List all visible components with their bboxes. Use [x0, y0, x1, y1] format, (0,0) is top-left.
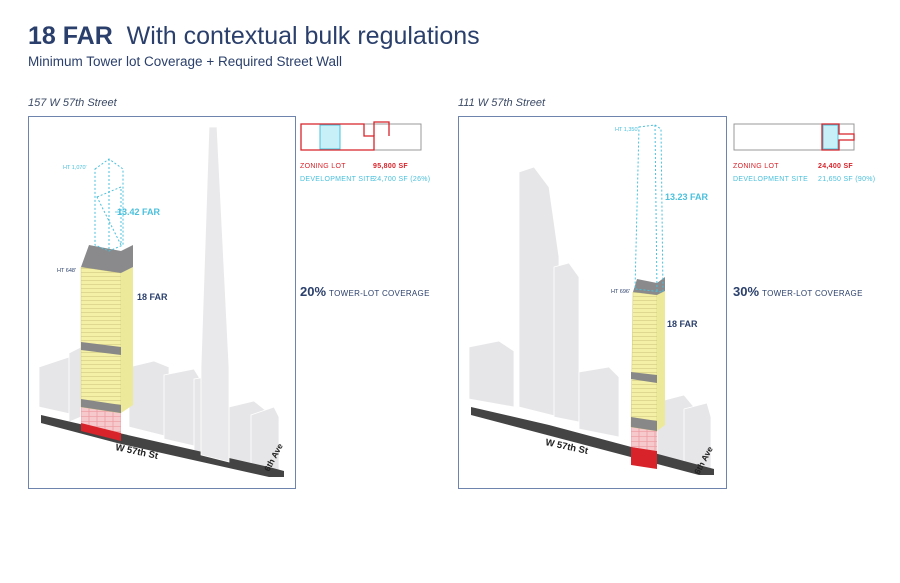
far-tower-label: 13.42 FAR: [117, 207, 161, 217]
context-buildings: [468, 166, 712, 470]
page-subtitle: Minimum Tower lot Coverage + Required St…: [28, 54, 343, 69]
panel-2-label: 111 W 57th Street: [458, 97, 546, 109]
ht-base-label: HT 648': [57, 268, 76, 274]
far-base-label: 18 FAR: [137, 292, 168, 302]
zoning-lot-label: ZONING LOT: [733, 163, 779, 170]
tower-envelope-dashed: [94, 158, 124, 252]
street-wall-base: [631, 447, 657, 469]
zoning-lot-label: ZONING LOT: [300, 163, 346, 170]
zoning-lot-value: 95,800 SF: [373, 163, 408, 170]
massing-diagram-2: HT 1,350' 13.23 FAR HT 696' 18 FAR W 57t…: [468, 124, 715, 476]
street-wall-podium: [81, 407, 121, 433]
mech-band: [81, 342, 121, 355]
coverage-1: 20%TOWER-LOT COVERAGE: [300, 284, 430, 299]
dev-site-value: 21,650 SF (90%): [818, 176, 876, 183]
zoning-lot-value: 24,400 SF: [818, 163, 853, 170]
mech-band: [631, 417, 657, 431]
mech-band: [631, 372, 657, 383]
panel-1-label: 157 W 57th Street: [28, 97, 117, 109]
dev-site-label: DEVELOPMENT SITE: [733, 176, 809, 183]
context-buildings: [38, 346, 280, 473]
crown: [633, 277, 665, 295]
far-base-label: 18 FAR: [667, 319, 698, 329]
base-massing-side: [657, 291, 665, 431]
panel-2-frame: HT 1,350' 13.23 FAR HT 696' 18 FAR W 57t…: [458, 116, 727, 489]
street-wall-podium: [631, 427, 657, 451]
coverage-2: 30%TOWER-LOT COVERAGE: [733, 284, 863, 299]
panel-1-frame: HT 1,070' 13.42 FAR HT 648' 18 FAR W 57t…: [28, 116, 296, 489]
dev-site-label: DEVELOPMENT SITE: [300, 176, 376, 183]
far-tower-label: 13.23 FAR: [665, 192, 709, 202]
base-massing: [80, 266, 122, 414]
base-massing: [630, 291, 658, 432]
lot-diagram-2: [733, 120, 855, 159]
mech-band: [81, 399, 121, 413]
ht-base-label: HT 696': [611, 289, 630, 295]
neighbour-tower: [200, 126, 230, 463]
base-massing-side: [121, 267, 133, 413]
lot-diagram-1: [300, 120, 422, 159]
tower-envelope-dashed: [634, 124, 664, 293]
dev-site-value: 24,700 SF (26%): [373, 176, 431, 183]
ht-top-label: HT 1,350': [615, 127, 639, 133]
street-wall-base: [81, 423, 121, 441]
page-title: 18 FAR With contextual bulk regulations: [28, 22, 480, 50]
ht-top-label: HT 1,070': [63, 165, 87, 171]
crown: [81, 245, 133, 273]
massing-diagram-1: HT 1,070' 13.42 FAR HT 648' 18 FAR W 57t…: [38, 126, 285, 477]
